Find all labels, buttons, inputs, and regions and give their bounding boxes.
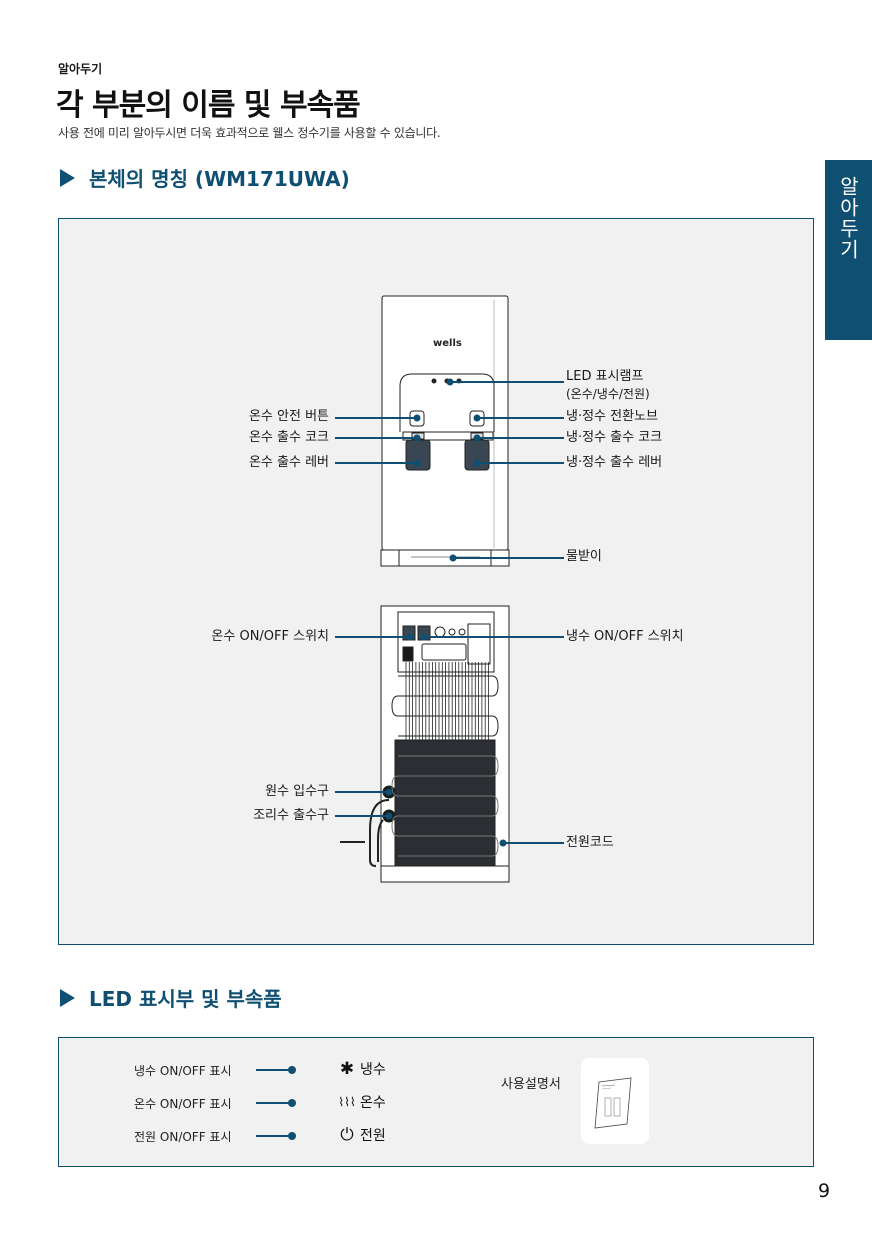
callout-led-lamp-sub: (온수/냉수/전원): [566, 387, 650, 401]
led-row-label: 전원 ON/OFF 표시: [134, 1130, 232, 1144]
section-label: 알아두기: [58, 62, 103, 76]
callout-hot-safety-button: 온수 안전 버튼: [248, 409, 329, 424]
led-row-label: 냉수 ON/OFF 표시: [134, 1064, 232, 1078]
manual-booklet-icon: [594, 1077, 632, 1129]
power-icon: ⏻: [340, 1125, 354, 1145]
section-heading-body: 본체의 명칭 (WM171UWA): [60, 163, 350, 192]
callout-cold-switch: 냉수 ON/OFF 스위치: [566, 629, 684, 644]
legend-power: ⏻ 전원: [336, 1125, 386, 1145]
leader-line: [256, 1102, 292, 1104]
section-heading-body-text: 본체의 명칭 (WM171UWA): [89, 167, 350, 191]
side-tab-label: 알아두기: [836, 176, 860, 260]
manual-label: 사용설명서: [501, 1077, 561, 1092]
triangle-icon: [60, 168, 75, 187]
page-number: 9: [818, 1180, 831, 1202]
callout-cold-knob: 냉·정수 전환노브: [566, 409, 658, 424]
legend-cold-text: 냉수: [360, 1062, 386, 1078]
triangle-icon: [60, 988, 75, 1007]
brand-logo: wells: [433, 338, 462, 349]
callout-water-inlet: 원수 입수구: [265, 784, 329, 799]
callout-hot-outlet-cock: 온수 출수 코크: [248, 430, 329, 445]
heat-waves-icon: ⌇⌇⌇: [338, 1095, 356, 1109]
condenser-coils: [391, 675, 499, 857]
callout-lines: [335, 378, 564, 847]
page-title: 각 부분의 이름 및 부속품: [56, 88, 361, 123]
leader-dot: [288, 1099, 296, 1107]
snowflake-icon: ✱: [339, 1059, 355, 1079]
manual-card: [581, 1058, 649, 1144]
callout-power-cord: 전원코드: [566, 835, 614, 850]
condenser-fins: [405, 662, 489, 740]
section-heading-led: LED 표시부 및 부속품: [60, 983, 282, 1012]
callout-cold-lever: 냉·정수 출수 레버: [566, 455, 663, 470]
legend-hot: ⌇⌇⌇ 온수: [336, 1092, 386, 1112]
leader-dot: [288, 1132, 296, 1140]
callout-hot-lever: 온수 출수 레버: [248, 455, 329, 470]
callout-cold-outlet-cock: 냉·정수 출수 코크: [566, 430, 663, 445]
front-view: [380, 295, 510, 567]
page-description: 사용 전에 미리 알아두시면 더욱 효과적으로 웰스 정수기를 사용할 수 있습…: [58, 126, 441, 140]
legend-cold: ✱ 냉수: [336, 1059, 386, 1079]
side-tab[interactable]: 알아두기: [825, 160, 872, 340]
led-panel: [58, 1037, 814, 1167]
section-heading-led-text: LED 표시부 및 부속품: [89, 987, 282, 1011]
led-row-hot: 온수 ON/OFF 표시: [134, 1095, 296, 1112]
led-row-cold: 냉수 ON/OFF 표시: [134, 1062, 296, 1079]
callout-cooking-outlet: 조리수 출수구: [253, 808, 329, 823]
callout-led-lamp: LED 표시램프: [566, 369, 644, 384]
callout-hot-switch: 온수 ON/OFF 스위치: [211, 629, 329, 644]
leader-dot: [288, 1066, 296, 1074]
leader-line: [256, 1069, 292, 1071]
back-view: [340, 605, 510, 883]
callout-drip-tray: 물받이: [566, 549, 602, 564]
led-row-label: 온수 ON/OFF 표시: [134, 1097, 232, 1111]
leader-line: [256, 1135, 292, 1137]
legend-power-text: 전원: [360, 1128, 386, 1144]
legend-hot-text: 온수: [360, 1095, 386, 1111]
led-row-power: 전원 ON/OFF 표시: [134, 1128, 296, 1145]
